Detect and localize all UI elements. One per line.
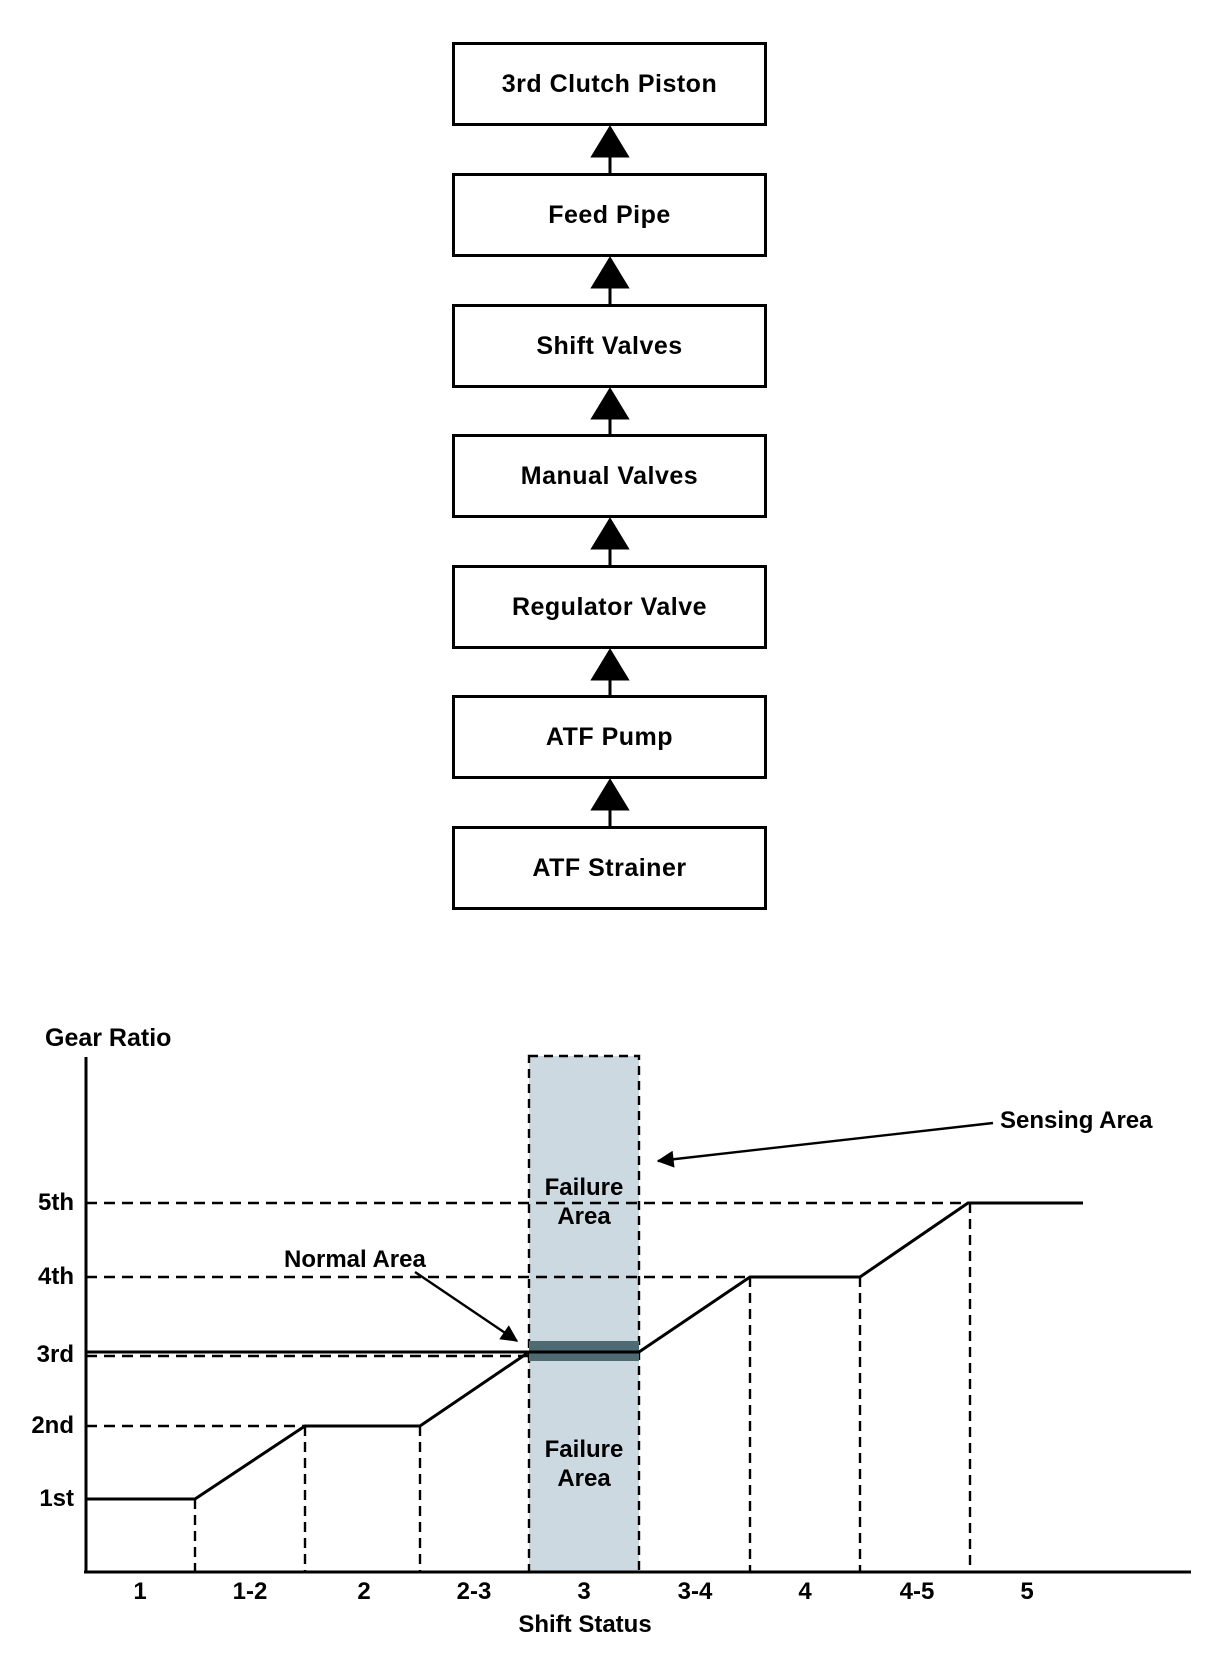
ytick-5th: 5th — [38, 1189, 74, 1216]
normal-area-label: Normal Area — [284, 1246, 426, 1273]
normal-area-arrow — [414, 1271, 519, 1342]
flow-box-shift-valves: Shift Valves — [452, 304, 767, 388]
xtick-3-4: 3-4 — [677, 1578, 713, 1605]
flow-box-feed-pipe: Feed Pipe — [452, 173, 767, 257]
up-arrow-head-icon — [590, 125, 630, 158]
flow-box-label: Feed Pipe — [548, 200, 671, 229]
flowchart-arrows — [590, 125, 630, 826]
y-axis-title: Gear Ratio — [45, 1024, 172, 1052]
failure-area-lower-label: Failure Area — [544, 1436, 624, 1492]
up-arrow-head-icon — [590, 256, 630, 289]
flow-box-atf-strainer: ATF Strainer — [452, 826, 767, 910]
sensing-area-label: Sensing Area — [1000, 1107, 1153, 1134]
ytick-1st: 1st — [39, 1485, 74, 1512]
x-axis-title: Shift Status — [518, 1611, 652, 1638]
flow-box-atf-pump: ATF Pump — [452, 695, 767, 779]
flow-box-regulator-valve: Regulator Valve — [452, 565, 767, 649]
flow-box-3rd-clutch-piston: 3rd Clutch Piston — [452, 42, 767, 126]
up-arrow-head-icon — [590, 517, 630, 550]
flow-box-label: Shift Valves — [536, 331, 683, 360]
xtick-2: 2 — [357, 1578, 371, 1605]
flow-box-manual-valves: Manual Valves — [452, 434, 767, 518]
xtick-4: 4 — [798, 1578, 812, 1605]
up-arrow-head-icon — [590, 648, 630, 681]
failure-area-upper-label: Failure Area — [544, 1174, 624, 1230]
xtick-1-2: 1-2 — [232, 1578, 268, 1605]
flow-box-label: ATF Strainer — [532, 853, 687, 882]
ytick-3rd: 3rd — [36, 1341, 74, 1368]
up-arrow-head-icon — [590, 387, 630, 420]
xtick-2-3: 2-3 — [456, 1578, 492, 1605]
flow-box-label: 3rd Clutch Piston — [501, 69, 718, 98]
flow-box-label: ATF Pump — [545, 722, 674, 751]
ytick-4th: 4th — [38, 1263, 74, 1290]
sensing-area-arrow — [656, 1121, 994, 1168]
ytick-2nd: 2nd — [31, 1412, 74, 1439]
gear-ratio-step-line — [86, 1201, 1083, 1501]
xtick-1: 1 — [133, 1578, 147, 1605]
xtick-3: 3 — [577, 1578, 591, 1605]
xtick-4-5: 4-5 — [899, 1578, 935, 1605]
xtick-5: 5 — [1020, 1578, 1034, 1605]
failure-sensing-band — [527, 1054, 641, 1574]
up-arrow-head-icon — [590, 778, 630, 811]
flow-box-label: Regulator Valve — [511, 592, 708, 621]
flow-box-label: Manual Valves — [520, 461, 699, 490]
